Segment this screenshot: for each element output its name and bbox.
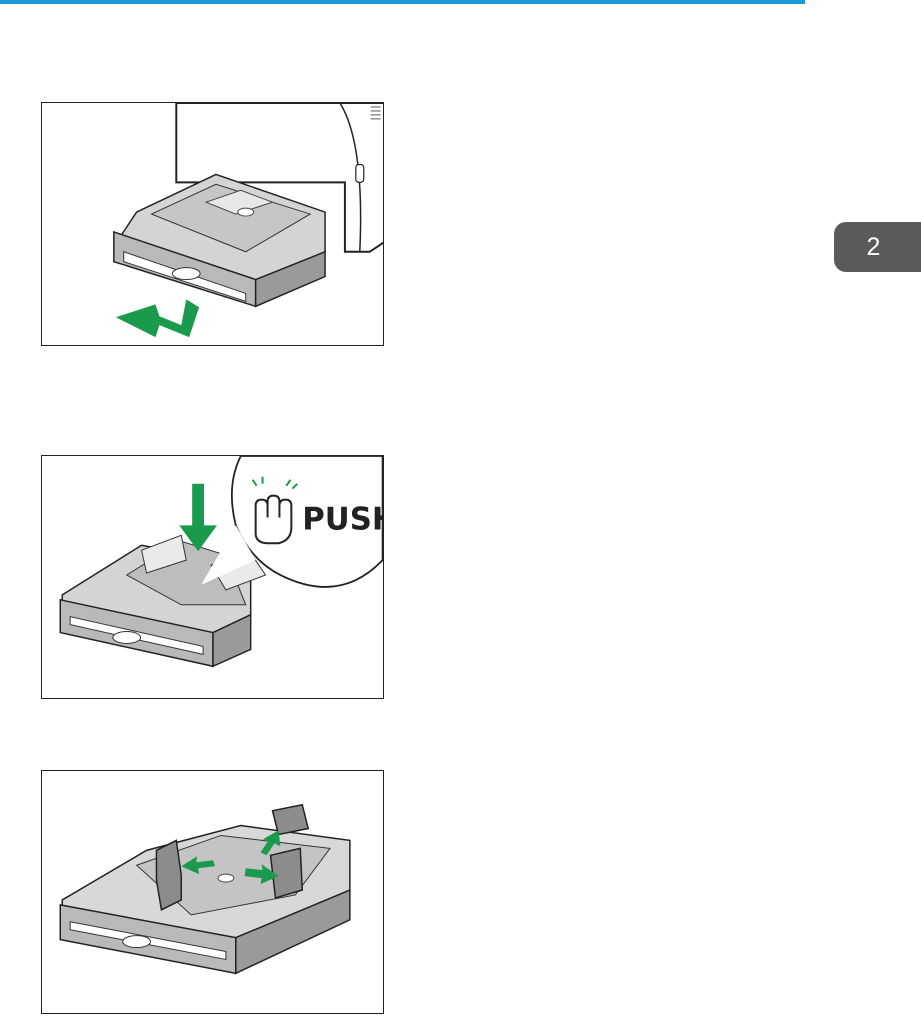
figure-push-metal-plate: PUSH [41, 455, 384, 699]
tray-pull-illustration [42, 103, 383, 345]
hand-press-icon [256, 496, 292, 544]
chapter-tab-label: 2 [867, 233, 881, 262]
pull-arrow-icon [116, 299, 199, 337]
figure-pull-out-tray [41, 102, 384, 346]
chapter-tab[interactable]: 2 [834, 222, 921, 272]
figure-adjust-guides [41, 770, 384, 1014]
adjust-guides-illustration [42, 771, 383, 1013]
push-callout-text: PUSH [302, 501, 383, 537]
push-plate-illustration: PUSH [42, 456, 383, 698]
push-down-arrow-icon [179, 484, 217, 551]
header-rule [0, 0, 805, 4]
